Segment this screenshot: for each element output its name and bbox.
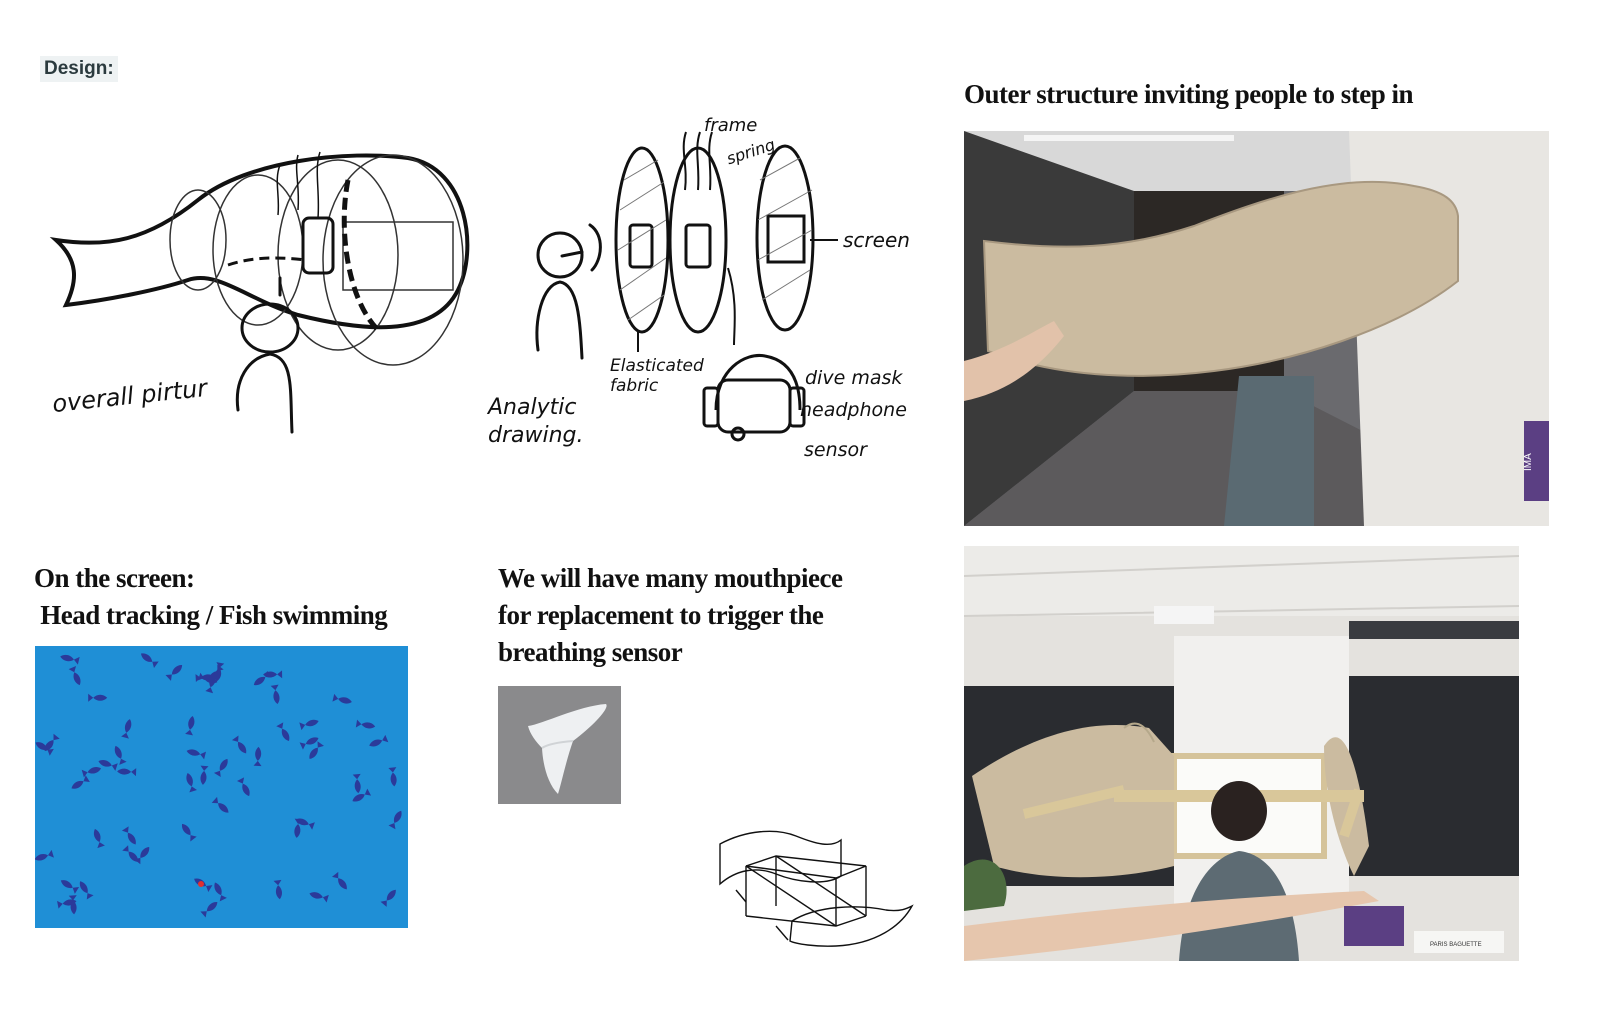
fish-icon (231, 735, 247, 754)
ima-sign: IMA (1523, 453, 1534, 471)
fish-icon (186, 773, 197, 793)
fish-icon (213, 758, 228, 778)
overall-sketch (49, 151, 470, 434)
fish-swarm (35, 653, 402, 918)
frame-assembly-photo: PARIS BAGUETTE (964, 546, 1519, 961)
fish-icon (122, 845, 139, 862)
fish-icon (294, 818, 303, 838)
fish-icon (236, 777, 250, 797)
headphone-label: headphone (800, 399, 907, 421)
fish-icon (299, 737, 319, 750)
fish-icon (68, 895, 77, 915)
fabric-label: Elasticated fabric (610, 356, 704, 396)
fish-icon (185, 715, 195, 736)
fish-icon (93, 828, 105, 849)
fish-icon (186, 749, 207, 760)
analytic-drawing-label: Analytic drawing. (488, 395, 584, 448)
fish-icon (309, 741, 324, 759)
fish-icon (68, 666, 81, 686)
fish-icon (35, 742, 54, 756)
mouthpiece-heading: We will have many mouthpiece for replace… (498, 563, 843, 667)
fish-icon (270, 684, 280, 705)
fish-icon (81, 767, 102, 778)
fish-icon (121, 719, 132, 739)
fish-icon (117, 768, 137, 777)
outer-structure-photo: IMA (964, 131, 1549, 526)
on-screen-heading: On the screen: Head tracking / Fish swim… (34, 563, 388, 630)
fish-icon (253, 670, 272, 686)
fish-icon (200, 902, 218, 918)
dive-mask-label: dive mask (805, 367, 903, 389)
fish-icon (121, 826, 136, 845)
fish-icon (140, 653, 159, 668)
fish-icon (165, 664, 183, 681)
fish-icon (273, 879, 282, 900)
fish-icon (35, 849, 54, 861)
fish-icon (181, 823, 197, 842)
fish-icon (253, 746, 262, 767)
fish-icon (331, 871, 347, 890)
fish-icon (79, 881, 94, 900)
fish-icon (369, 734, 389, 747)
fish-icon (352, 773, 361, 794)
sensor-label: sensor (804, 439, 867, 461)
fish-icon (114, 745, 127, 765)
mouthpiece-photo (498, 686, 621, 804)
analytic-sketch (535, 131, 838, 442)
fish-icon (211, 796, 229, 813)
fish-icon (388, 810, 402, 830)
fish-icon (208, 664, 224, 683)
fish-icon (88, 693, 108, 702)
fish-icon (60, 654, 80, 665)
fish-icon (352, 788, 372, 802)
fish-screen-image (35, 646, 408, 928)
outer-structure-heading: Outer structure inviting people to step … (964, 79, 1414, 109)
fish-icon (134, 847, 150, 865)
fish-icon (214, 662, 225, 682)
fish-icon (98, 760, 118, 771)
fish-icon (71, 775, 90, 789)
paris-baguette-sign: PARIS BAGUETTE (1430, 942, 1482, 948)
fish-icon (276, 722, 290, 741)
fish-icon (355, 719, 376, 729)
fish-icon (332, 693, 352, 704)
fish-icon (200, 765, 209, 785)
frame-label: frame (704, 115, 758, 136)
section-label: Design: (40, 56, 118, 82)
fish-icon (44, 733, 60, 751)
fish-icon (57, 899, 77, 909)
fish-icon (299, 719, 319, 731)
fish-icon (60, 880, 80, 894)
screen-label: screen (843, 228, 910, 252)
head-tracking-dot (198, 881, 204, 887)
fish-icon (263, 670, 283, 679)
fish-icon (380, 889, 396, 907)
fish-icon (309, 892, 329, 903)
fish-icon (214, 882, 227, 902)
structure-perspective-sketch (719, 830, 914, 947)
fish-icon (388, 767, 397, 787)
